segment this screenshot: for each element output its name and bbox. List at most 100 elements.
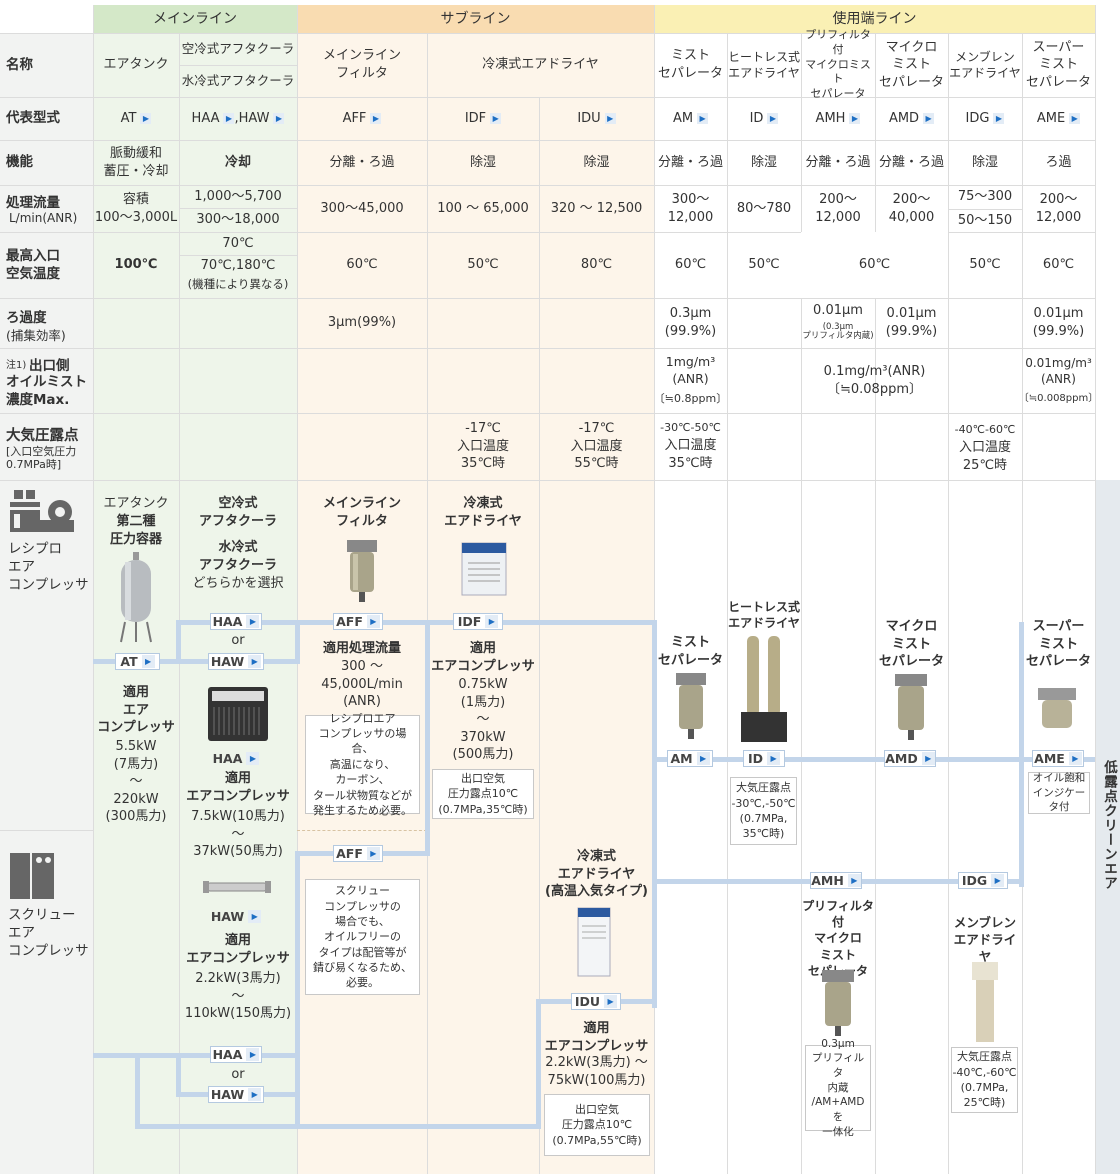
haa-label-link[interactable]: HAA▶ (210, 750, 262, 767)
name-aff: メインライン フィルタ (322, 48, 401, 81)
tag-idu[interactable]: IDU▶ (571, 993, 621, 1010)
aff-note-reciprocating: レシプロエア コンプレッサの場合、 高温になり、 カーボン、 タール状物質などが… (305, 712, 420, 817)
super-mist-separator-image (1038, 688, 1076, 728)
row-label-dew: 大気圧露点 (6, 428, 79, 444)
idu-comp-title: 適用 エアコンプレッサ (544, 1021, 649, 1054)
name-id: ヒートレス式 エアドライヤ (727, 49, 800, 80)
dew-idf: -17℃ 入口温度 35℃時 (456, 421, 509, 472)
model-at-link[interactable]: AT▶ (93, 97, 179, 140)
tag-haa-2[interactable]: HAA▶ (210, 1046, 262, 1063)
model-idg-link[interactable]: IDG▶ (948, 97, 1022, 140)
tag-am[interactable]: AM▶ (667, 750, 713, 767)
header-use-line: 使用端ライン (654, 5, 1095, 33)
flow-ame: 200～ 12,000 (1035, 191, 1082, 225)
temp-ame: 60℃ (1042, 257, 1075, 273)
temp-haw-note: (機種により異なる) (187, 277, 289, 292)
func-amh: 分離・ろ過 (805, 154, 871, 170)
tag-at[interactable]: AT▶ (115, 653, 160, 670)
oil-am-ppm: 〔≒0.8ppm〕 (653, 391, 728, 405)
temp-at: 100℃ (114, 257, 158, 273)
row-label-filtration-sub: (捕集効率) (6, 328, 66, 343)
idu-title: 冷凍式 エアドライヤ (高温入気タイプ) (545, 849, 648, 900)
filt-amh: 0.01μm (813, 303, 863, 319)
tag-amh[interactable]: AMH▶ (810, 872, 862, 889)
dew-am: 入口温度 35℃時 (664, 438, 717, 471)
main-line-filter-image (347, 540, 377, 602)
reciprocating-compressor-label: レシプロ エア コンプレッサ (8, 541, 89, 594)
row-label-dew-sub: [入口空気圧力 0.7MPa時] (6, 445, 77, 472)
flow-am: 300～ 12,000 (667, 191, 714, 225)
idf-comp-title: 適用 エアコンプレッサ (431, 641, 535, 674)
model-haa-haw-link[interactable]: HAA▶,HAW▶ (179, 97, 297, 140)
model-amd-link[interactable]: AMD▶ (875, 97, 948, 140)
amh-title: プリフィルタ付 マイクロ ミスト セパレータ (802, 899, 874, 978)
row-label-oil2: オイルミスト 濃度Max. (6, 374, 87, 409)
dew-idg: 入口温度 25℃時 (958, 440, 1011, 473)
screw-compressor-icon (10, 853, 54, 899)
tank-title-bold: 第二種 圧力容器 (109, 514, 162, 547)
amd-title: マイクロ ミスト セパレータ (878, 619, 944, 670)
screw-compressor-label: スクリュー エア コンプレッサ (8, 907, 89, 960)
dew-am-top: -30℃-50℃ (660, 420, 721, 434)
flow-id: 80～780 (736, 200, 792, 216)
output-bar-bg (1095, 480, 1120, 1174)
model-id-link[interactable]: ID▶ (727, 97, 801, 140)
air-tank-image (120, 552, 152, 643)
model-idf-link[interactable]: IDF▶ (427, 97, 539, 140)
header-sub-line: サブライン (297, 5, 654, 33)
row-label-function: 機能 (6, 154, 33, 171)
name-haa: 空冷式アフタクーラ (181, 40, 295, 56)
model-ame-link[interactable]: AME▶ (1022, 97, 1095, 140)
dew-idu: -17℃ 入口温度 55℃時 (570, 421, 623, 472)
temp-amh-amd: 60℃ (801, 232, 948, 298)
haw-label-link[interactable]: HAW▶ (208, 908, 264, 925)
tag-amd[interactable]: AMD▶ (884, 750, 936, 767)
haa-comp-title: 適用 エアコンプレッサ (186, 771, 290, 804)
mist-separator-image (676, 673, 706, 739)
model-am-link[interactable]: AM▶ (654, 97, 727, 140)
reciprocating-compressor-icon (10, 490, 74, 532)
func-am: 分離・ろ過 (657, 154, 723, 170)
tag-ame[interactable]: AME▶ (1032, 750, 1084, 767)
idg-note: 大気圧露点 -40℃,-60℃ (0.7MPa, 25℃時) (951, 1047, 1018, 1113)
ame-title: スーパー ミスト セパレータ (1025, 619, 1091, 670)
filt-aff: 3μm(99%) (327, 315, 397, 331)
temp-aff: 60℃ (346, 257, 378, 273)
model-aff-link[interactable]: AFF▶ (297, 97, 427, 140)
label-column-bg (0, 33, 93, 1174)
row-label-oil-note: 注1) (6, 360, 27, 371)
tag-id[interactable]: ID▶ (743, 750, 785, 767)
tag-aff-2[interactable]: AFF▶ (333, 845, 383, 862)
or-1: or (231, 633, 245, 648)
func-at: 脈動緩和 蓄圧・冷却 (103, 145, 169, 179)
temp-am: 60℃ (674, 257, 707, 273)
tag-idg[interactable]: IDG▶ (958, 872, 1008, 889)
tag-aff[interactable]: AFF▶ (333, 613, 383, 630)
temp-idg: 50℃ (969, 257, 1001, 273)
model-idu-link[interactable]: IDU▶ (539, 97, 654, 140)
temp-haw: 70℃,180℃ (200, 258, 276, 274)
micro-mist-separator-image (895, 674, 927, 740)
haw-comp-title: 適用 エアコンプレッサ (186, 933, 290, 966)
name-at: エアタンク (103, 57, 169, 73)
amh-note: 0.3μm プリフィルタ 内蔵 /AM+AMDを 一体化 (805, 1038, 871, 1138)
tag-haw[interactable]: HAW▶ (208, 653, 264, 670)
name-am: ミスト セパレータ (657, 48, 723, 81)
row-label-model: 代表型式 (6, 110, 60, 127)
tag-haw-2[interactable]: HAW▶ (208, 1086, 264, 1103)
water-cooled-aftercooler-image (203, 881, 271, 893)
model-amh-link[interactable]: AMH▶ (801, 97, 875, 140)
filt-amh-note: (0.3μm プリフィルタ内蔵) (802, 321, 874, 341)
or-2: or (231, 1067, 245, 1082)
tag-haa[interactable]: HAA▶ (210, 613, 262, 630)
tank-comp-range: 5.5kW (7馬力) ～ 220kW (300馬力) (105, 739, 167, 825)
temp-id: 50℃ (748, 257, 780, 273)
temp-haa: 70℃ (222, 235, 254, 251)
header-main-line: メインライン (93, 5, 297, 33)
idf-note: 出口空気 圧力露点10℃ (0.7MPa,35℃時) (432, 769, 534, 819)
name-idg: メンブレン エアドライヤ (949, 49, 1021, 80)
tag-idf[interactable]: IDF▶ (453, 613, 503, 630)
filt-amd: 0.01μm (99.9%) (885, 306, 938, 339)
dew-idg-top: -40℃-60℃ (954, 422, 1016, 436)
oil-mid: 0.1mg/m³(ANR) 〔≒0.08ppm〕 (823, 363, 926, 397)
